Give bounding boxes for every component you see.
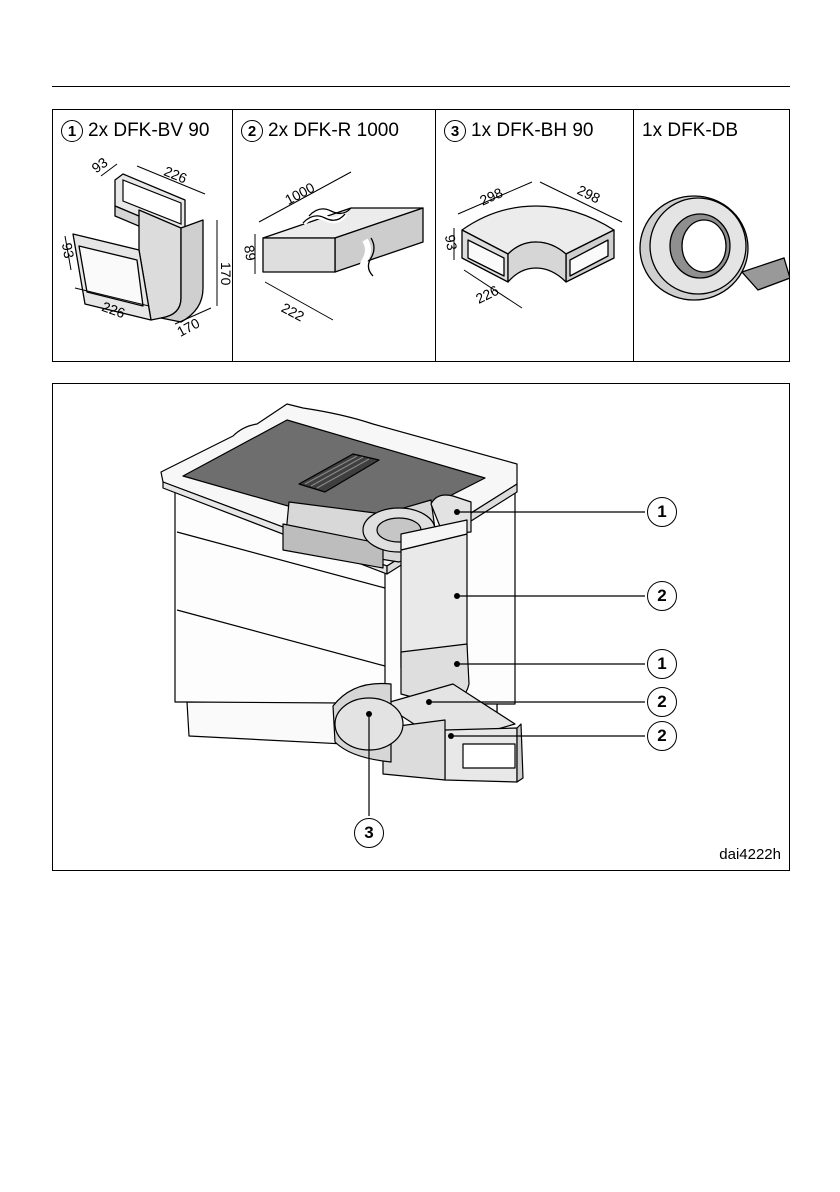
part-cell-straight: 2 2x DFK-R 1000 1000 89 222 xyxy=(233,110,436,361)
dim-width-right: 298 xyxy=(575,182,603,207)
installation-panel: 1 2 1 2 2 3 dai4222h xyxy=(52,383,790,871)
part-cell-tape: 1x DFK-DB xyxy=(634,110,789,361)
figure-code: dai4222h xyxy=(719,846,781,863)
callout-bend-upper: 1 xyxy=(647,497,677,527)
callout-duct-horizontal-b: 2 xyxy=(647,721,677,751)
dim-depth-front: 93 xyxy=(59,241,77,259)
part-cell-horizontal-bend: 3 1x DFK-BH 90 298 xyxy=(436,110,634,361)
bend-duct-illustration: 93 226 93 170 226 170 xyxy=(53,110,233,363)
callout-bend-lower: 1 xyxy=(647,649,677,679)
callout-horizontal-bend: 3 xyxy=(354,818,384,848)
callout-duct-vertical: 2 xyxy=(647,581,677,611)
dim-depth-top: 93 xyxy=(89,154,111,176)
callout-duct-horizontal-a: 2 xyxy=(647,687,677,717)
dim-height: 89 xyxy=(241,244,259,262)
dim-depth: 226 xyxy=(473,282,501,307)
dim-height: 170 xyxy=(218,262,233,286)
straight-duct-illustration: 1000 89 222 xyxy=(233,110,436,363)
part-cell-bend: 1 2x DFK-BV 90 xyxy=(53,110,233,361)
dim-height: 93 xyxy=(442,233,460,251)
parts-panel: 1 2x DFK-BV 90 xyxy=(52,109,790,362)
dim-width-top: 226 xyxy=(162,163,190,187)
installation-illustration xyxy=(53,384,791,872)
dim-width-left: 298 xyxy=(477,184,505,208)
tape-roll-illustration xyxy=(634,110,790,363)
dim-length: 1000 xyxy=(282,179,317,208)
header-rule xyxy=(52,86,790,87)
horizontal-bend-illustration: 298 298 93 226 xyxy=(436,110,634,363)
